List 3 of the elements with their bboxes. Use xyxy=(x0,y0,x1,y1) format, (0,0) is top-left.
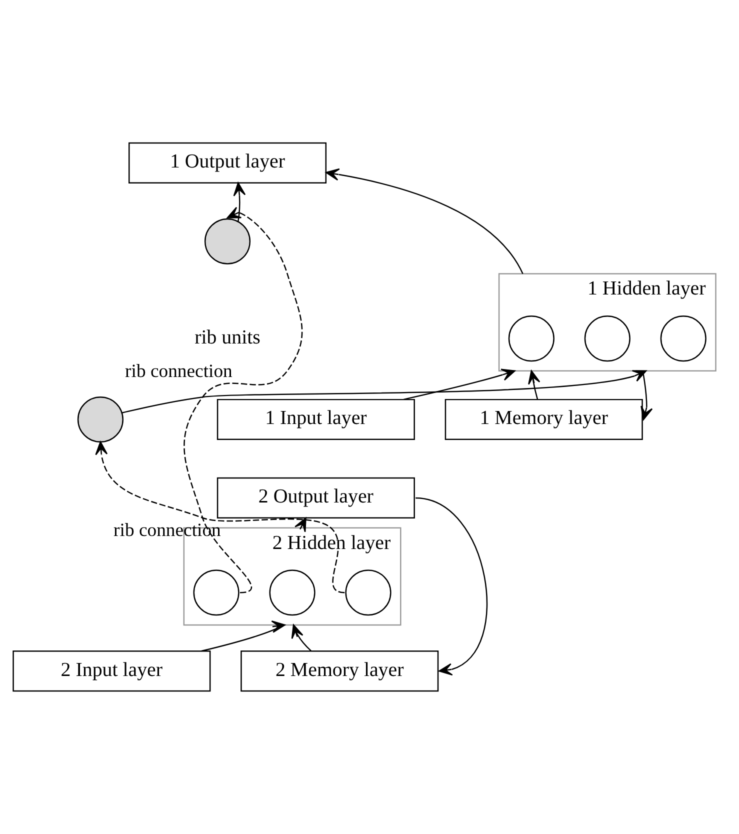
label: rib units xyxy=(194,326,260,348)
edge-label: rib connection xyxy=(114,520,221,541)
edge-label: rib connection xyxy=(125,360,232,382)
